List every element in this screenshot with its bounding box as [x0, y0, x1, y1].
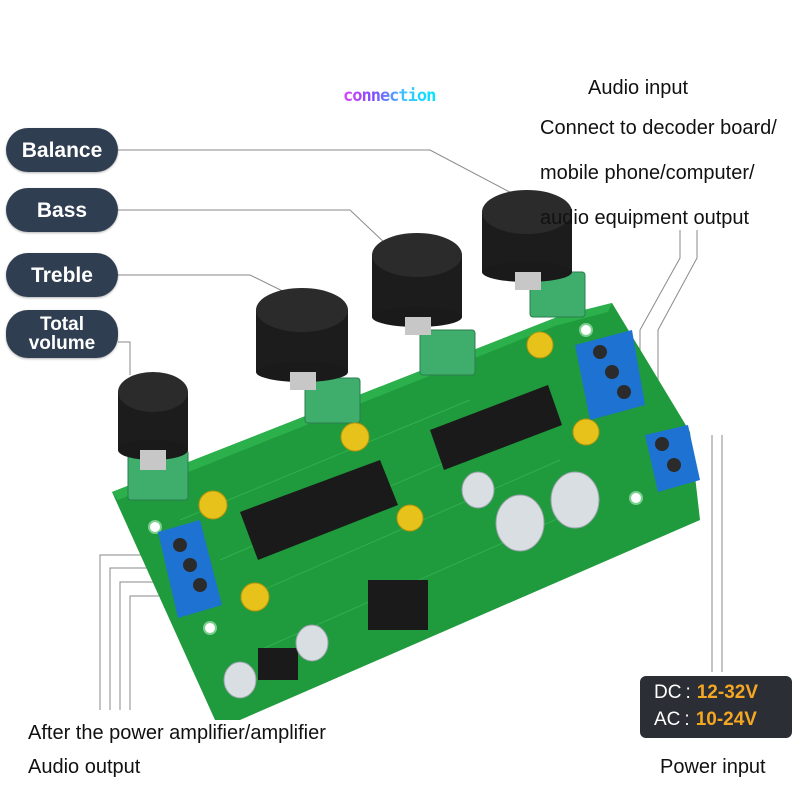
pcb-edge [112, 303, 612, 500]
knob-bass [372, 233, 462, 335]
dc-value: 12-32V [696, 682, 759, 703]
electrolytic-capacitor [295, 624, 329, 662]
dc-key: DC [654, 682, 682, 703]
callout-bass-label: Bass [36, 198, 88, 222]
capacitor [198, 490, 228, 520]
power-spec-ac: AC:10-24V [654, 709, 757, 730]
knob-balance [482, 190, 572, 290]
audio-input-title: Audio input [588, 77, 689, 99]
mounting-hole [579, 323, 593, 337]
voltage-regulator [258, 580, 428, 680]
power-input-label: Power input [660, 756, 766, 778]
ic-chip-small [430, 385, 562, 470]
callout-treble: Treble [6, 253, 118, 297]
terminal-audio-input [575, 330, 645, 420]
callout-treble-label: Treble [31, 263, 93, 287]
callout-balance-label: Balance [21, 138, 103, 162]
electrolytic-capacitor [223, 661, 257, 699]
power-spec-dc: DC:12-32V [654, 682, 759, 703]
electrolytic-capacitor [495, 494, 545, 552]
audio-input-line1: Connect to decoder board/ [540, 117, 777, 139]
capacitor [396, 504, 424, 532]
knob-treble [256, 288, 348, 390]
callout-balance: Balance [6, 128, 118, 172]
audio-input-line2: mobile phone/computer/ [540, 162, 755, 184]
mounting-hole [148, 520, 162, 534]
electrolytic-capacitor [461, 471, 495, 509]
knob-volume [118, 372, 188, 470]
capacitor [526, 331, 554, 359]
heading-connection: connection [343, 86, 436, 106]
callout-total-volume-line2: volume [28, 333, 96, 354]
capacitor [240, 582, 270, 612]
audio-output-line2: Audio output [28, 756, 141, 778]
capacitor [572, 418, 600, 446]
audio-output-line1: After the power amplifier/amplifier [28, 722, 326, 744]
mounting-hole [629, 491, 643, 505]
callout-total-volume-line1: Total [40, 314, 84, 335]
leader-lines [99, 149, 723, 710]
ac-value: 10-24V [695, 709, 757, 730]
electrolytic-capacitor [550, 471, 600, 529]
terminal-power-input [645, 425, 700, 492]
callout-total-volume: Total volume [6, 310, 118, 358]
capacitor [340, 422, 370, 452]
terminal-audio-output [158, 520, 222, 618]
audio-input-line3: audio equipment output [540, 207, 750, 229]
ac-key: AC [654, 709, 681, 730]
power-spec-box: DC:12-32V AC:10-24V [640, 676, 792, 738]
pot-base-bass [419, 329, 476, 376]
ic-chip-large [240, 460, 398, 560]
mounting-hole [203, 621, 217, 635]
callout-bass: Bass [6, 188, 118, 232]
